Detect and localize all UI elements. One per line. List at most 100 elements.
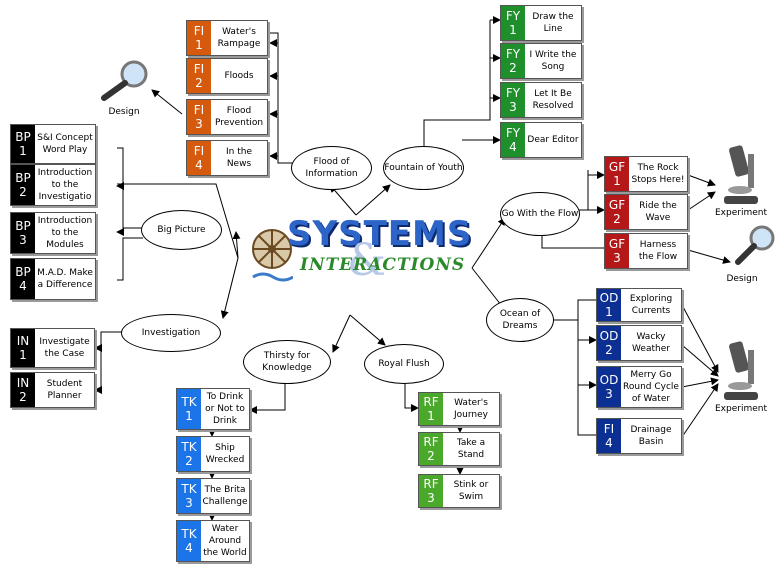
node-code-number: 1 <box>509 23 517 37</box>
node-code-number: 2 <box>605 343 613 357</box>
node-code-letters: TK <box>181 395 197 409</box>
hub-royal-flush[interactable]: Royal Flush <box>364 344 444 384</box>
node-code-letters: FI <box>603 422 615 436</box>
node-code-letters: OD <box>599 291 619 305</box>
magnifier-icon[interactable] <box>734 224 780 270</box>
node-code-letters: BP <box>15 171 31 185</box>
node-label: I Write the Song <box>529 50 577 72</box>
node-code-letters: FY <box>505 126 521 140</box>
node-label: Take a Stand <box>456 438 486 460</box>
node-code-letters: GF <box>608 237 626 251</box>
node-code-number: 2 <box>427 449 435 463</box>
node-label: Dear Editor <box>527 135 579 145</box>
node-code-number: 2 <box>19 185 27 199</box>
node-code-letters: FI <box>193 144 205 158</box>
node-label: Wacky Weather <box>632 332 670 354</box>
hub-fountain-of-youth[interactable]: Fountain of Youth <box>383 146 464 190</box>
node-code-number: 1 <box>605 305 613 319</box>
node-code-number: 3 <box>613 251 621 265</box>
node-label: Draw the Line <box>532 12 574 34</box>
node-code-letters: RF <box>423 435 439 449</box>
node-code-number: 3 <box>19 233 27 247</box>
node-code-number: 1 <box>19 348 27 362</box>
hub-go-with-the-flow[interactable]: Go With the Flow <box>500 192 580 236</box>
hub-thirsty-for-knowledge[interactable]: Thirsty for Knowledge <box>243 340 331 384</box>
node-code-number: 3 <box>605 387 613 401</box>
design-label: Design <box>108 107 140 117</box>
node-code-letters: FI <box>193 62 205 76</box>
microscope-icon[interactable] <box>718 144 762 206</box>
node-label: Flood Prevention <box>214 106 264 128</box>
hub-investigation[interactable]: Investigation <box>121 314 221 352</box>
node-label: To Drink or Not to Drink <box>205 392 245 426</box>
microscope-icon[interactable] <box>718 340 762 402</box>
node-code-letters: RF <box>423 477 439 491</box>
node-code-number: 4 <box>195 158 203 172</box>
hub-ocean-of-dreams[interactable]: Ocean of Dreams <box>486 298 554 342</box>
node-code-letters: TK <box>181 527 197 541</box>
node-code-letters: BP <box>15 219 31 233</box>
node-code-letters: TK <box>181 482 197 496</box>
node-code-number: 2 <box>613 212 621 226</box>
node-code-letters: OD <box>599 373 619 387</box>
node-code-number: 3 <box>427 491 435 505</box>
node-label: In the News <box>226 147 252 169</box>
hub-flood-of-information[interactable]: Flood of Information <box>291 146 372 190</box>
hub-big-picture[interactable]: Big Picture <box>141 210 222 250</box>
node-code-number: 4 <box>185 541 193 555</box>
design-label: Design <box>726 274 758 284</box>
node-label: S&I Concept Word Play <box>37 133 93 155</box>
node-code-number: 2 <box>509 61 517 75</box>
node-code-number: 4 <box>19 279 27 293</box>
node-code-letters: IN <box>16 334 30 348</box>
node-label: The Rock Stops Here! <box>631 163 685 185</box>
magnifier-icon[interactable] <box>96 58 154 104</box>
water-wheel-icon <box>252 229 293 282</box>
node-label: Ride the Wave <box>639 201 677 223</box>
node-code-letters: BP <box>15 265 31 279</box>
